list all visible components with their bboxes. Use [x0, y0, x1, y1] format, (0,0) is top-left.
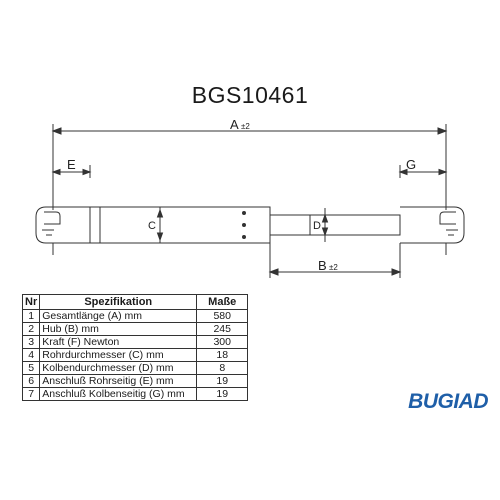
table-row: 5 Kolbendurchmesser (D) mm 8: [21, 361, 249, 375]
table-row: 7 Anschluß Kolbenseitig (G) mm 19: [21, 387, 249, 401]
table-header-row: Nr Spezifikation Maße: [21, 294, 249, 310]
row-spec: Anschluß Rohrseitig (E) mm: [39, 374, 198, 388]
dim-g-arrow-left: [398, 168, 408, 176]
row-nr: 4: [21, 348, 41, 362]
row-nr: 1: [21, 309, 41, 323]
row-spec: Anschluß Kolbenseitig (G) mm: [39, 387, 198, 401]
dim-g-label: G: [406, 157, 416, 172]
header-masse: Maße: [196, 294, 249, 310]
row-value: 19: [196, 387, 249, 401]
dim-b-tolerance: ±2: [329, 263, 338, 272]
left-end-fitting: [35, 206, 90, 244]
dim-e-label: E: [67, 157, 76, 172]
row-value: 19: [196, 374, 249, 388]
dim-a-arrow-right: [437, 127, 448, 135]
row-nr: 2: [21, 322, 41, 336]
dim-b-label: B: [318, 258, 327, 273]
row-spec: Kolbendurchmesser (D) mm: [39, 361, 198, 375]
header-spezifikation: Spezifikation: [39, 294, 198, 310]
dim-d-label: D: [313, 220, 321, 232]
dim-a-arrow-left: [51, 127, 62, 135]
row-value: 245: [196, 322, 249, 336]
dim-g-arrow-right: [438, 168, 448, 176]
gas-spring-drawing: A ±2 E G C D B ±2: [35, 117, 465, 278]
header-nr: Nr: [21, 294, 41, 310]
row-spec: Rohrdurchmesser (C) mm: [39, 348, 198, 362]
dim-a-tolerance: ±2: [241, 122, 250, 131]
table-row: 1 Gesamtlänge (A) mm 580: [21, 309, 249, 323]
row-spec: Kraft (F) Newton: [39, 335, 198, 349]
table-row: 6 Anschluß Rohrseitig (E) mm 19: [21, 374, 249, 388]
right-fitting-inner: [439, 211, 456, 225]
piston-rod: [269, 214, 401, 236]
table-row: 3 Kraft (F) Newton 300: [21, 335, 249, 349]
right-end-fitting: [400, 206, 465, 244]
dim-a-label: A: [230, 117, 239, 132]
dim-e-arrow-left: [51, 168, 61, 176]
row-nr: 7: [21, 387, 41, 401]
table-row: 4 Rohrdurchmesser (C) mm 18: [21, 348, 249, 362]
dim-e-arrow-right: [82, 168, 92, 176]
dim-c-label: C: [148, 220, 156, 232]
row-nr: 6: [21, 374, 41, 388]
table-row: 2 Hub (B) mm 245: [21, 322, 249, 336]
left-fitting-inner: [44, 211, 61, 225]
row-value: 18: [196, 348, 249, 362]
row-value: 300: [196, 335, 249, 349]
row-nr: 3: [21, 335, 41, 349]
row-nr: 5: [21, 361, 41, 375]
part-number-title: BGS10461: [191, 82, 309, 108]
row-value: 580: [196, 309, 249, 323]
row-spec: Hub (B) mm: [39, 322, 198, 336]
row-value: 8: [196, 361, 249, 375]
brand-logo: BUGIAD: [408, 390, 488, 413]
row-spec: Gesamtlänge (A) mm: [39, 309, 198, 323]
specification-table: Nr Spezifikation Maße 1 Gesamtlänge (A) …: [21, 294, 249, 401]
